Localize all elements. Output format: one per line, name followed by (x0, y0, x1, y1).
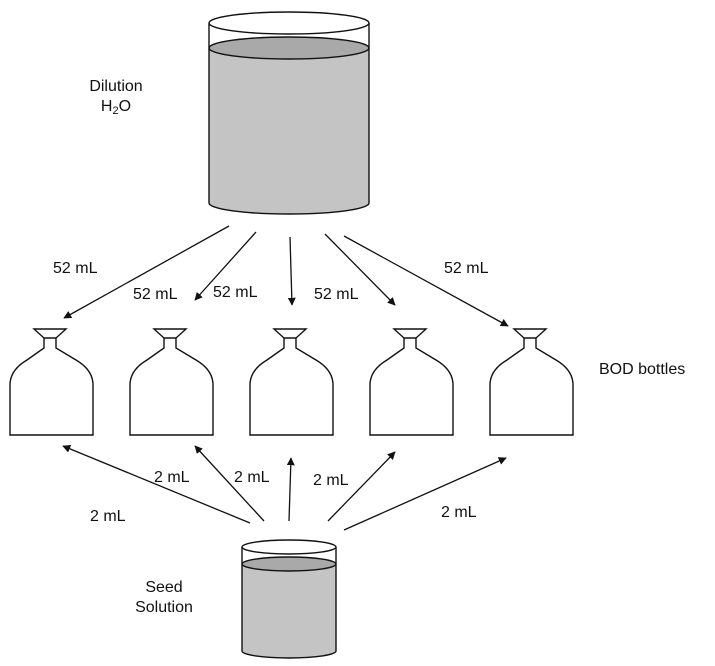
formula-o: O (118, 98, 132, 115)
bod-bottle-2 (129, 328, 214, 436)
dilution-volume-label-1: 52 mL (53, 260, 98, 277)
dilution-arrow-2 (194, 231, 257, 301)
dilution-arrow-5 (343, 235, 509, 327)
bod-bottle-4 (369, 328, 454, 436)
seed-label-line1: Seed (145, 579, 183, 596)
dilution-label-line1: Dilution (89, 78, 143, 95)
seed-label-line2: Solution (135, 599, 193, 616)
dilution-volume-label-2: 52 mL (133, 286, 178, 303)
bod-bottle-3 (249, 328, 334, 436)
seed-volume-label-2: 2 mL (154, 469, 190, 486)
dilution-label-formula: H2O (76, 97, 156, 117)
seed-solution-beaker (241, 539, 337, 659)
bod-bottles-label: BOD bottles (599, 361, 686, 378)
dilution-arrow-4 (324, 233, 396, 306)
seed-arrow-5 (343, 457, 507, 531)
seed-volume-label-3: 2 mL (234, 469, 270, 486)
dilution-water-label: Dilution H2O (76, 77, 156, 117)
seed-volume-label-4: 2 mL (313, 472, 349, 489)
dilution-volume-label-4: 52 mL (314, 286, 359, 303)
formula-subscript: 2 (112, 105, 119, 117)
seed-solution-label: Seed Solution (124, 578, 204, 618)
seed-arrow-1 (62, 445, 251, 524)
dilution-arrow-3 (287, 236, 296, 306)
dilution-water-beaker (208, 11, 370, 215)
seed-volume-label-1: 2 mL (90, 508, 126, 525)
seed-arrow-3 (286, 457, 295, 522)
seed-volume-label-5: 2 mL (441, 504, 477, 521)
bod-bottle-5 (489, 328, 574, 436)
formula-h: H (100, 98, 113, 115)
dilution-volume-label-5: 52 mL (444, 260, 489, 277)
dilution-arrow-1 (63, 225, 230, 319)
seed-arrow-4 (327, 451, 396, 522)
bod-bottle-1 (9, 328, 94, 436)
seed-arrow-2 (194, 445, 265, 522)
dilution-volume-label-3: 52 mL (213, 284, 258, 301)
